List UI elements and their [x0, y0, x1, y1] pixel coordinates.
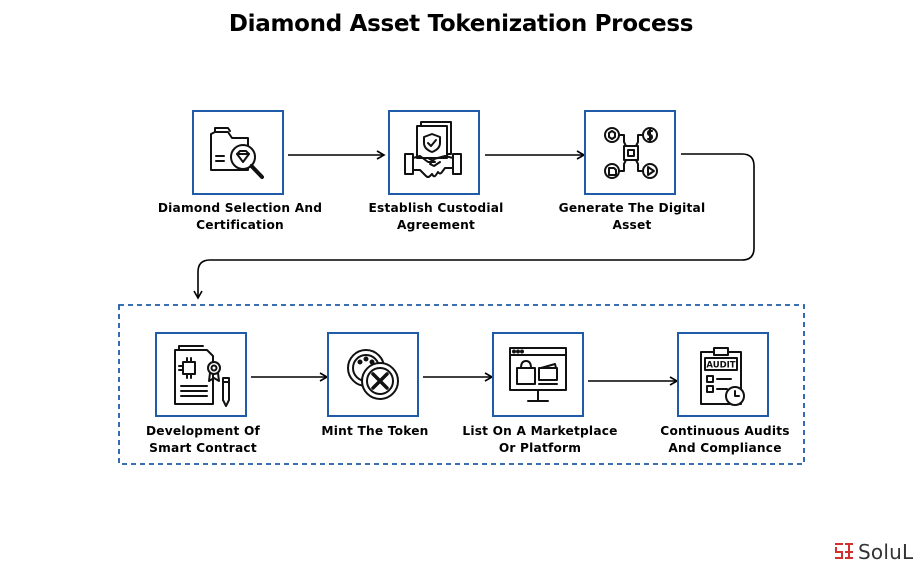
- audit-icon-text: AUDIT: [706, 361, 735, 371]
- brand-logo-text: SoluL: [858, 540, 914, 564]
- step-box-smart-contract: [155, 332, 247, 417]
- step-box-diamond-selection: [192, 110, 284, 195]
- step-box-marketplace: [492, 332, 584, 417]
- step-box-digital-asset: [584, 110, 676, 195]
- brand-logo: SoluL: [834, 539, 913, 565]
- step-box-custodial-agreement: [388, 110, 480, 195]
- page-title: Diamond Asset Tokenization Process: [228, 11, 694, 37]
- diamond-certification-icon: [210, 127, 264, 179]
- brand-mark-icon: [835, 543, 853, 559]
- audit-clipboard-icon: AUDIT: [700, 347, 745, 406]
- smart-contract-icon: [174, 345, 230, 407]
- step-box-mint-token: [327, 332, 419, 417]
- marketplace-monitor-icon: [509, 347, 567, 402]
- step-box-audits: AUDIT: [677, 332, 769, 417]
- arrow-step3-to-step4: [193, 153, 755, 300]
- step-label-mint-token: Mint The Token: [321, 424, 429, 438]
- phase-two-dashed-frame: [118, 304, 805, 465]
- token-coins-icon: [347, 349, 399, 400]
- handshake-agreement-icon: [404, 121, 462, 178]
- digital-asset-network-icon: [604, 127, 658, 179]
